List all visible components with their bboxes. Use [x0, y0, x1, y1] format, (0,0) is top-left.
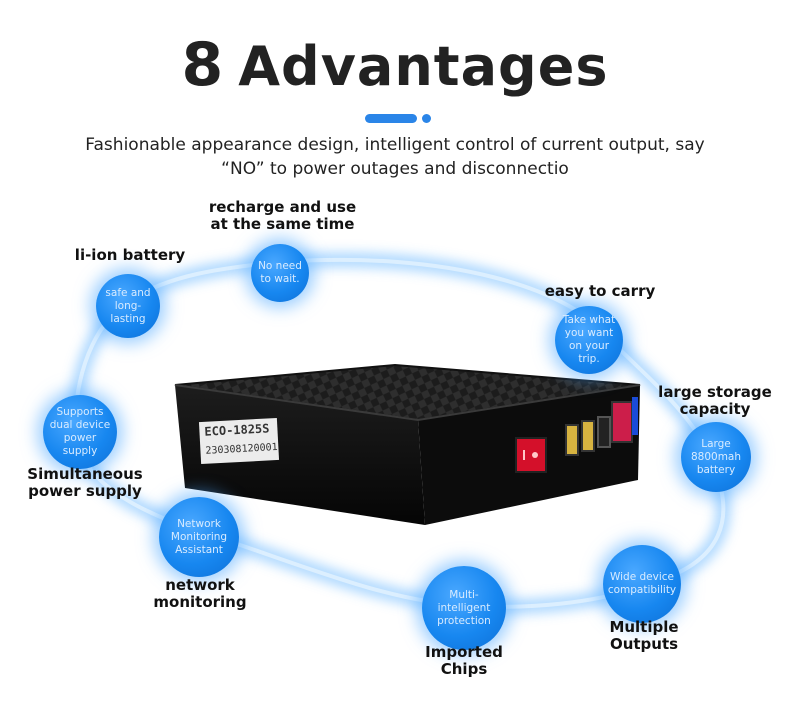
advantage-label-recharge: recharge and use at the same time — [208, 198, 357, 233]
serial-number: 230308120001 — [205, 441, 278, 457]
advantage-circle-outputs: Wide device compatibility — [603, 545, 681, 623]
advantage-circle-chips: Multi-intelligent protection — [422, 566, 506, 650]
advantage-label-network: network monitoring — [153, 576, 247, 611]
advantage-circle-dual-power: Supports dual device power supply — [43, 395, 117, 469]
accent-bar — [365, 114, 417, 123]
advantage-label-battery: li-ion battery — [74, 246, 186, 264]
advantage-label-outputs: Multiple Outputs — [609, 618, 679, 653]
advantage-circle-carry: Take what you want on your trip. — [555, 306, 623, 374]
subtitle: Fashionable appearance design, intellige… — [50, 133, 740, 181]
advantage-circle-recharge: No need to wait. — [251, 244, 309, 302]
usb-port-icon — [565, 424, 579, 456]
power-switch-icon — [515, 437, 547, 473]
dc-port-icon — [597, 416, 611, 448]
advantage-label-dual-power: Simultaneous power supply — [27, 465, 143, 500]
model-number: ECO-1825S — [204, 421, 270, 439]
title-word: Advantages — [238, 35, 609, 98]
output-port-icon — [611, 401, 633, 443]
advantage-circle-network: Network Monitoring Assistant — [159, 497, 239, 577]
input-port-icon — [632, 397, 638, 435]
accent-dot — [422, 114, 431, 123]
advantage-label-carry: easy to carry — [544, 282, 656, 300]
advantage-circle-capacity: Large 8800mah battery — [681, 422, 751, 492]
subtitle-line-1: Fashionable appearance design, intellige… — [85, 135, 705, 155]
advantage-label-capacity: large storage capacity — [658, 383, 772, 418]
advantage-label-chips: Imported Chips — [425, 643, 503, 678]
usb-port-icon — [581, 420, 595, 452]
model-label: ECO-1825S 230308120001 — [198, 417, 280, 465]
title-number: 8 — [181, 30, 225, 100]
subtitle-line-2: “NO” to power outages and disconnectio — [221, 159, 569, 179]
advantage-circle-battery: safe and long-lasting — [96, 274, 160, 338]
